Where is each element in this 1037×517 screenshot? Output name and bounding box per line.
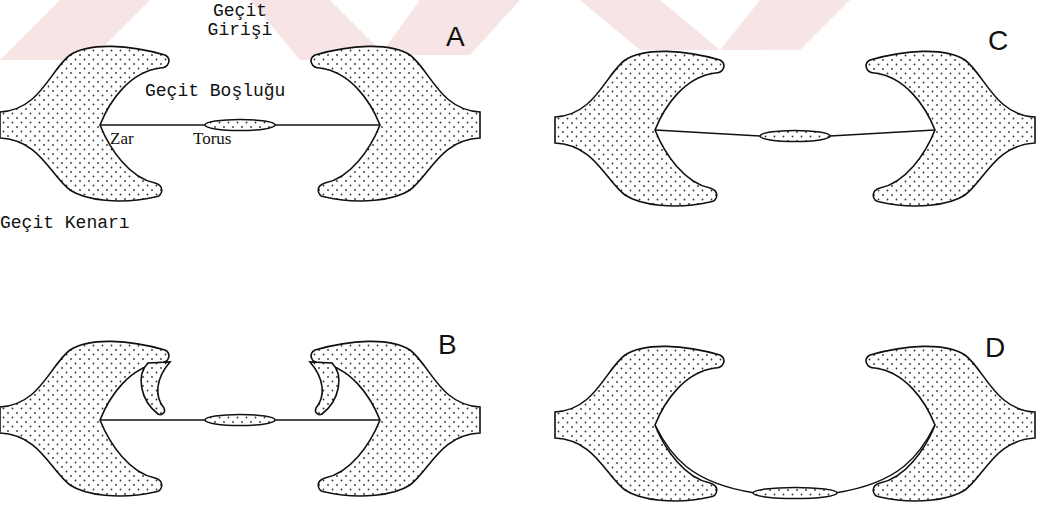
- part-name: Zar: [110, 130, 160, 148]
- pit-border-wall: [555, 51, 724, 206]
- pit-border-wall: [311, 341, 480, 496]
- pit-panel: [0, 341, 480, 496]
- pit-border-wall: [555, 346, 724, 501]
- pit-panel: [555, 346, 1035, 501]
- panel-letter: B: [438, 330, 478, 359]
- torus-shape: [753, 488, 837, 499]
- pit-membrane: [655, 425, 935, 493]
- part-name: Geçit Kenarı: [0, 214, 170, 233]
- pit-panel: [0, 46, 480, 201]
- torus-shape: [205, 120, 275, 131]
- torus-shape: [205, 415, 275, 426]
- panel-letter: D: [985, 333, 1025, 362]
- torus-shape: [760, 131, 830, 142]
- pit-panel: [555, 51, 1035, 206]
- pit-border-hook: [141, 362, 170, 415]
- pit-border-wall: [0, 46, 169, 201]
- panel-letter: A: [446, 22, 486, 51]
- part-name: Torus: [193, 130, 263, 148]
- pit-border-hook: [310, 362, 339, 415]
- pit-border-wall: [0, 341, 169, 496]
- pit-border-wall: [866, 51, 1035, 206]
- pit-border-wall: [311, 46, 480, 201]
- panel-letter: C: [988, 26, 1028, 55]
- pit-border-wall: [866, 346, 1035, 501]
- part-name: Geçit Girişi: [195, 2, 285, 40]
- part-name: Geçit Boşluğu: [145, 82, 315, 101]
